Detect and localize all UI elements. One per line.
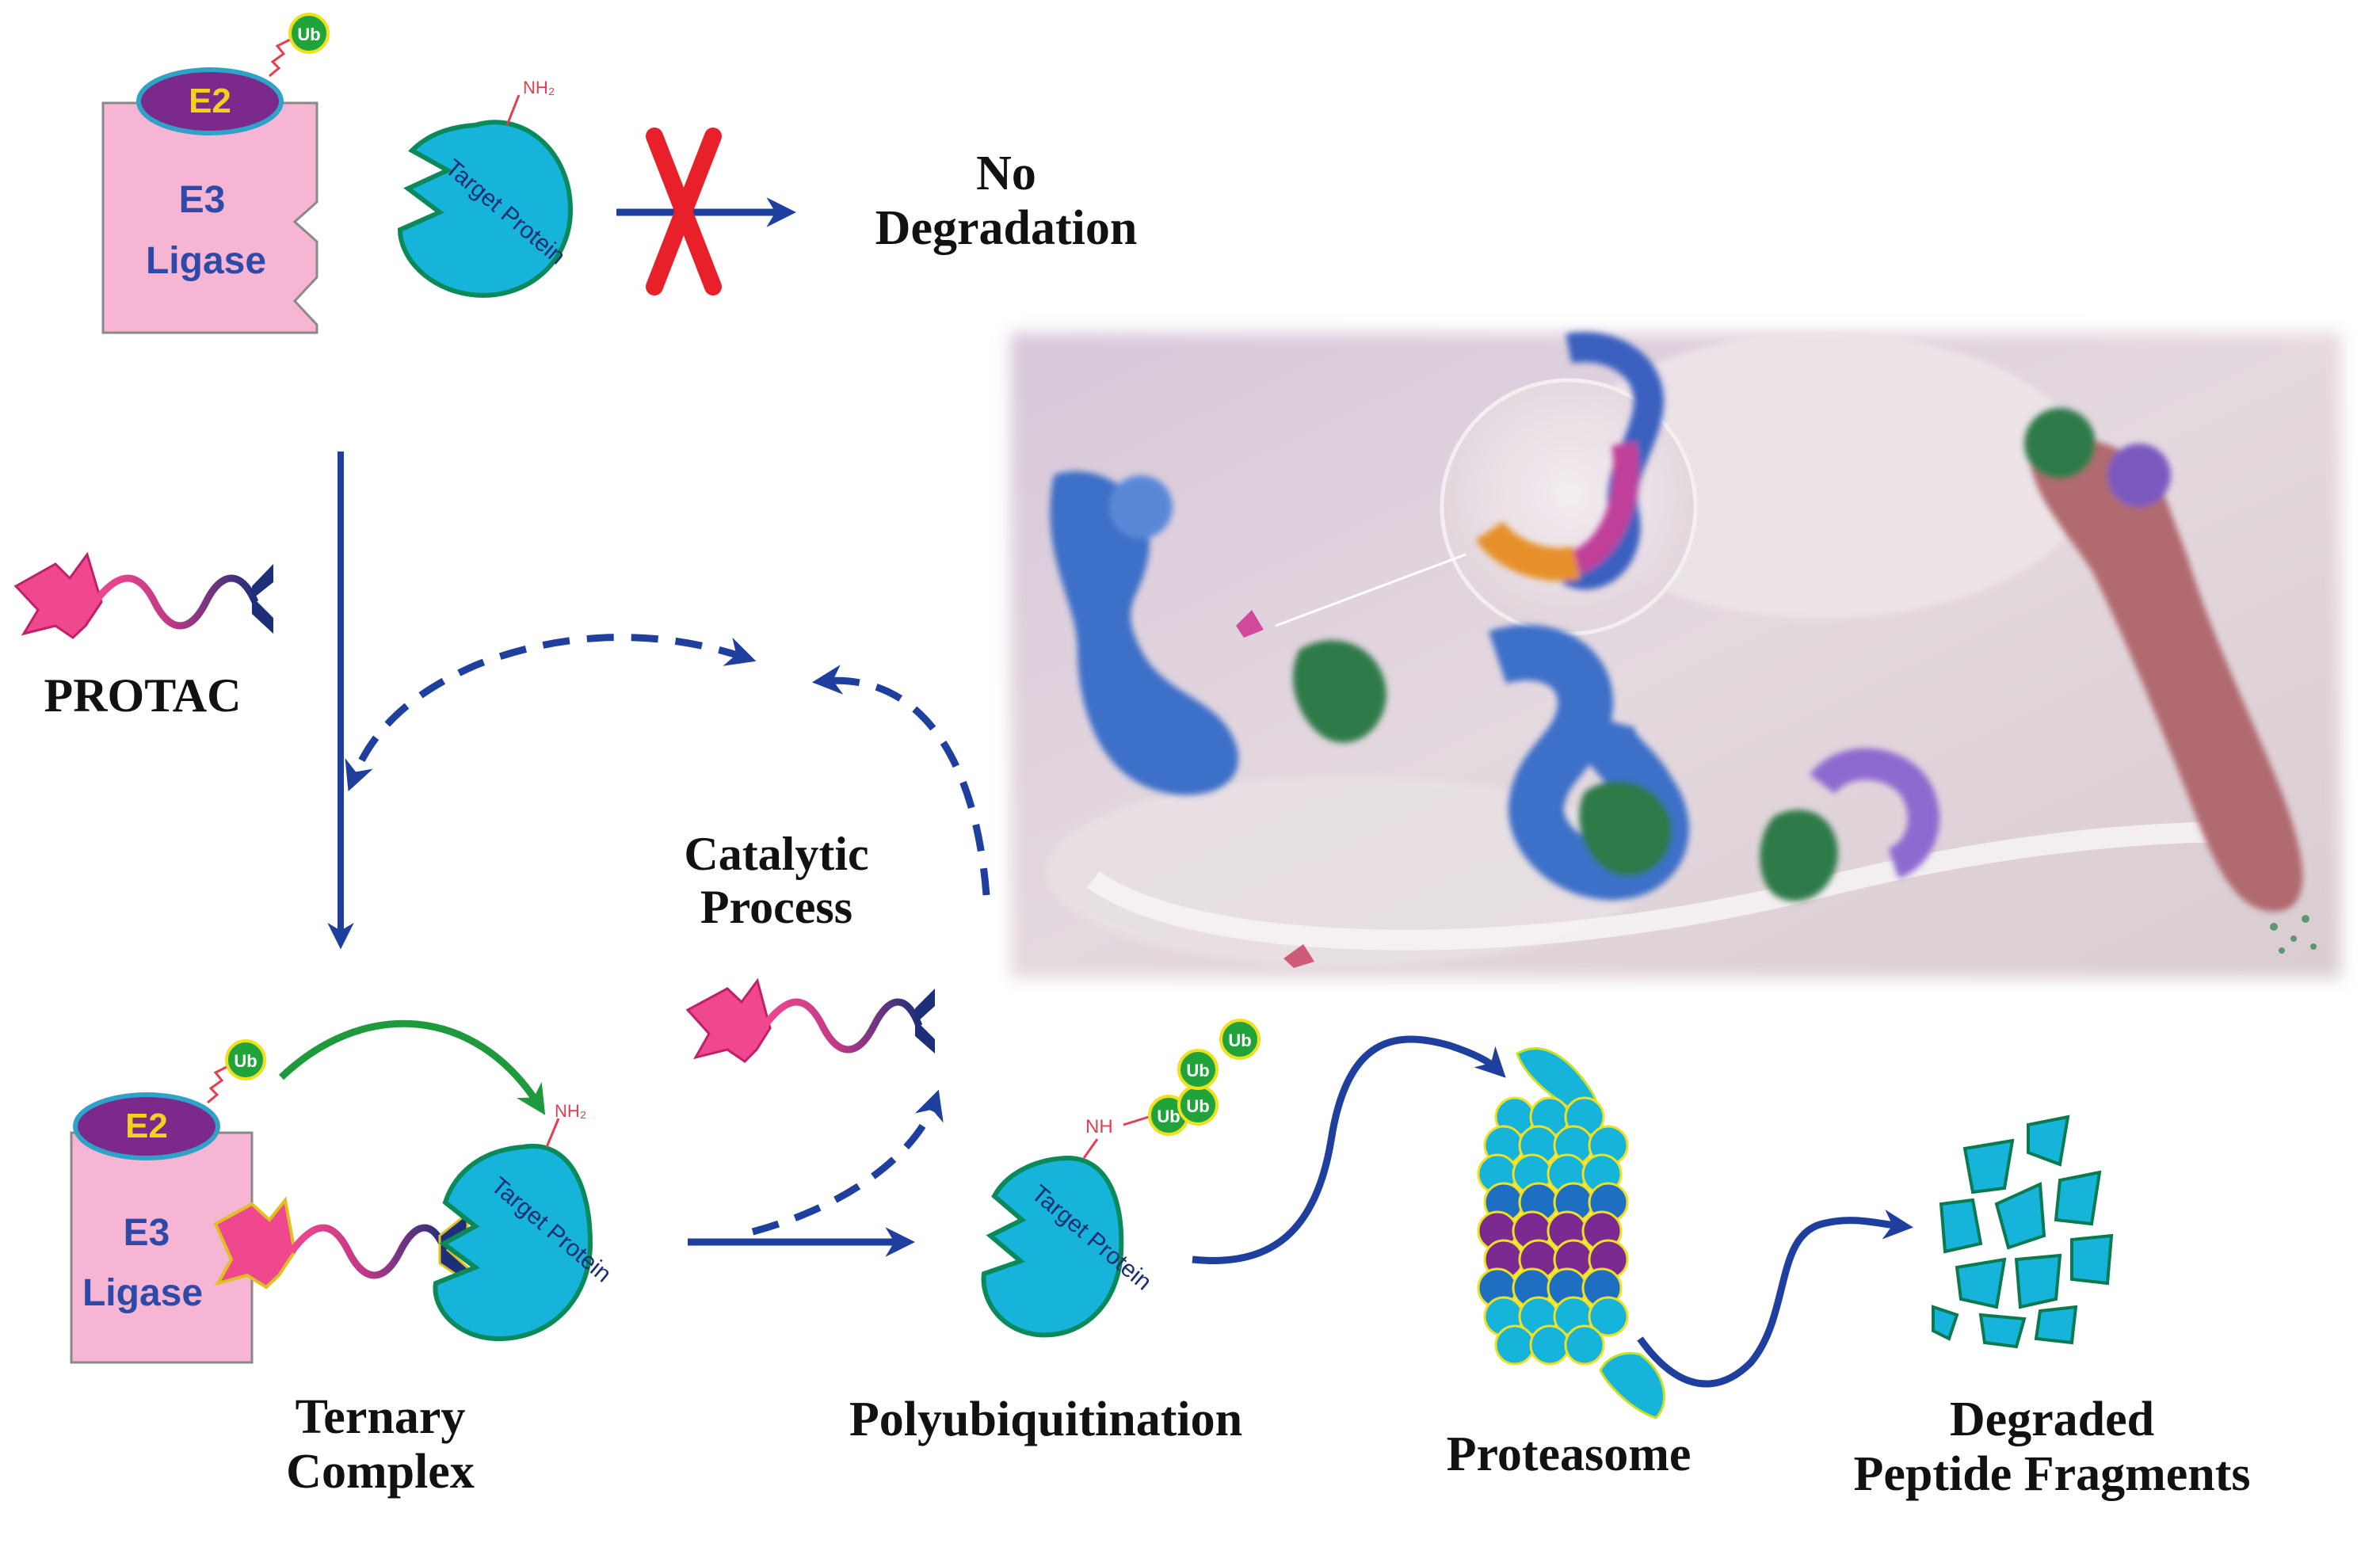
ubiquitin-chain: Ub Ub Ub Ub [1148, 1019, 1261, 1136]
proteasome-subunit [1529, 1324, 1570, 1366]
ub-chain-2: Ub [1186, 1096, 1209, 1116]
degraded-line1: Degraded [1949, 1393, 2155, 1446]
proteasome-subunit [1494, 1324, 1535, 1366]
proteasome-label: Proteasome [1394, 1427, 1743, 1482]
e3-label-bottom-line1: E3 [124, 1212, 170, 1254]
nh2-label-top: NH₂ [523, 78, 555, 97]
ub-chain-4: Ub [1228, 1031, 1251, 1050]
ub-chain-3: Ub [1186, 1061, 1209, 1080]
protac-label: PROTAC [8, 669, 277, 722]
e3-label-bottom-line2: Ligase [82, 1272, 203, 1314]
degraded-fragments-label: Degraded Peptide Fragments [1783, 1393, 2321, 1503]
peptide-fragments [1932, 1115, 2114, 1349]
e3-label-top-line2: Ligase [146, 240, 266, 282]
protac-molecule-left [13, 551, 273, 639]
ub-chain-1: Ub [1157, 1107, 1180, 1126]
proteasome-text: Proteasome [1446, 1427, 1692, 1481]
ubiquitin-link-bottom: Ub [207, 1039, 266, 1104]
e2-enzyme-top: E2 [136, 67, 284, 135]
protac-label-text: PROTAC [44, 669, 242, 722]
no-degradation-line2: Degradation [875, 201, 1138, 256]
ub-transfer-arrow [278, 1019, 546, 1115]
catalytic-line2: Process [700, 881, 853, 934]
no-degradation-label: No Degradation [824, 147, 1188, 257]
ternary-line1: Ternary [295, 1390, 466, 1444]
catalytic-loop-arrow [751, 1089, 944, 1236]
catalytic-loop-arrow-upper [811, 665, 990, 896]
ubiquitin-link-top: Ub [269, 13, 330, 78]
degraded-line2: Peptide Fragments [1853, 1447, 2251, 1502]
catalytic-process-label: Catalytic Process [634, 828, 919, 934]
nh-label-polyub: NH [1085, 1116, 1113, 1137]
target-protein-top: NH₂ Target Protein [397, 78, 574, 298]
protac-molecule-middle [685, 977, 935, 1063]
proteasome [1477, 1047, 1665, 1419]
nh2-label-ternary: NH₂ [555, 1101, 586, 1121]
proteasome-subunit [1564, 1324, 1605, 1366]
e3-label-top-line1: E3 [179, 179, 226, 221]
to-fragments-arrow [1637, 1209, 1914, 1388]
e3-ligase-top [101, 101, 318, 334]
ub-label-bottom: Ub [234, 1051, 257, 1071]
proteasome-subunit [1588, 1296, 1629, 1337]
catalytic-loop-arrow-top [345, 634, 757, 792]
target-protein-polyub: Target Protein NH [981, 1115, 1157, 1338]
ternary-line2: Complex [286, 1445, 475, 1499]
blocked-arrow [616, 128, 797, 295]
ub-label-top: Ub [297, 25, 320, 44]
molecular-rendering-panel [1010, 332, 2341, 978]
to-proteasome-arrow [1192, 1035, 1506, 1264]
polyubiquitination-label: Polyubiquitination [776, 1393, 1315, 1447]
polyubiquitination-text: Polyubiquitination [849, 1393, 1243, 1446]
protac-bridge [213, 1196, 471, 1290]
e2-enzyme-bottom: E2 [73, 1092, 220, 1160]
ternary-complex-label: Ternary Complex [230, 1390, 531, 1500]
e2-label-bottom: E2 [125, 1107, 168, 1145]
e2-label-top: E2 [189, 82, 231, 120]
no-degradation-line1: No [976, 147, 1036, 200]
catalytic-line1: Catalytic [684, 828, 869, 880]
